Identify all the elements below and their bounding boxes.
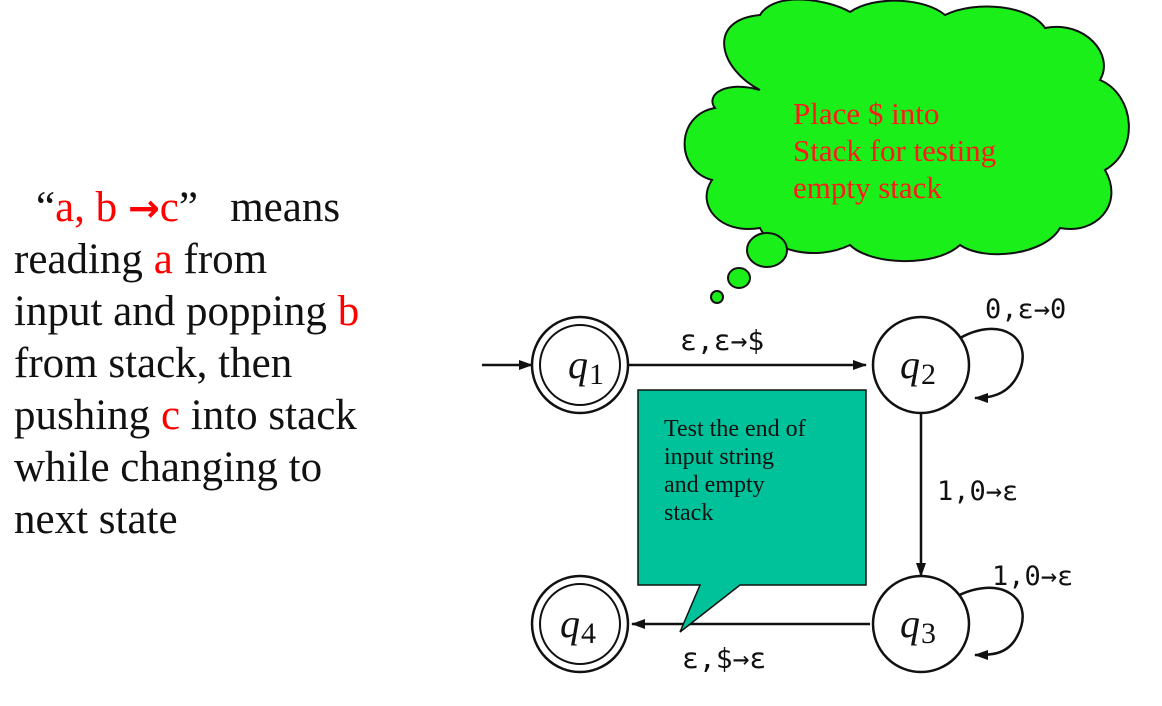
state-q1: q1 (530, 315, 630, 415)
next-state-text: next state (14, 496, 178, 543)
thought-cloud (683, 0, 1130, 263)
loop-q2 (951, 327, 1024, 403)
cloud-line-2: Stack for testing (793, 133, 997, 168)
explanation-line-4: from stack, then (14, 338, 434, 390)
callout-box (637, 389, 867, 633)
label-q1-q2: ε,ε→$ (680, 324, 764, 357)
explanation-line-6: while changing to (14, 442, 434, 494)
notation-arrow: → (127, 186, 160, 230)
callout-line-2: input string (664, 444, 775, 470)
loop-q3 (949, 586, 1024, 660)
thought-bubble-medium (727, 267, 751, 289)
reading-text: reading (14, 236, 154, 283)
notation-c: c (159, 184, 179, 231)
callout-line-3: and empty (664, 472, 765, 498)
svg-text:q4: q4 (560, 601, 596, 650)
notation-line: “a, b →c” means (14, 182, 434, 234)
svg-text:q2: q2 (900, 342, 936, 391)
from-text: from (172, 236, 268, 283)
explanation-line-5: pushing c into stack (14, 390, 434, 442)
means-text: means (230, 184, 341, 231)
cloud-line-1: Place $ into (793, 96, 940, 131)
callout-line-4: stack (664, 500, 714, 526)
state-q2: q2 (871, 315, 971, 415)
pushing-text: pushing (14, 392, 161, 439)
quote-close: ” (178, 184, 198, 231)
symbol-a: a (153, 236, 173, 283)
explanation-line-3: input and popping b (14, 286, 434, 338)
explanation-line-2: reading a from (14, 234, 434, 286)
label-q2-q3: 1,0→ε (937, 476, 1018, 507)
label-q3-q4: ε,$→ε (682, 642, 766, 675)
notation-a-b: a, b (55, 184, 128, 231)
quote-open: “ (36, 184, 56, 231)
from-stack-text: from stack, then (14, 340, 293, 387)
callout-line-1: Test the end of (664, 416, 806, 442)
symbol-c: c (160, 392, 181, 439)
thought-bubbles (710, 232, 788, 304)
cloud-line-3: empty stack (793, 170, 942, 205)
state-q3: q3 (871, 574, 971, 674)
callout-text: Test the end of input string and empty s… (664, 415, 864, 527)
state-q4: q4 (530, 574, 630, 674)
svg-text:q3: q3 (900, 601, 936, 650)
label-q3-loop: 1,0→ε (992, 561, 1073, 592)
input-popping-text: input and popping (14, 288, 338, 335)
thought-bubble-small (710, 290, 724, 304)
svg-text:q1: q1 (568, 342, 604, 391)
thought-bubble-large (746, 232, 788, 268)
into-stack-text: into stack (180, 392, 357, 439)
label-q2-loop: 0,ε→0 (985, 294, 1066, 325)
symbol-b: b (337, 288, 360, 335)
while-changing-text: while changing to (14, 444, 323, 491)
cloud-text: Place $ into Stack for testing empty sta… (793, 95, 1053, 206)
notation-explanation: “a, b →c” means reading a from input and… (14, 182, 434, 546)
explanation-line-7: next state (14, 494, 434, 546)
